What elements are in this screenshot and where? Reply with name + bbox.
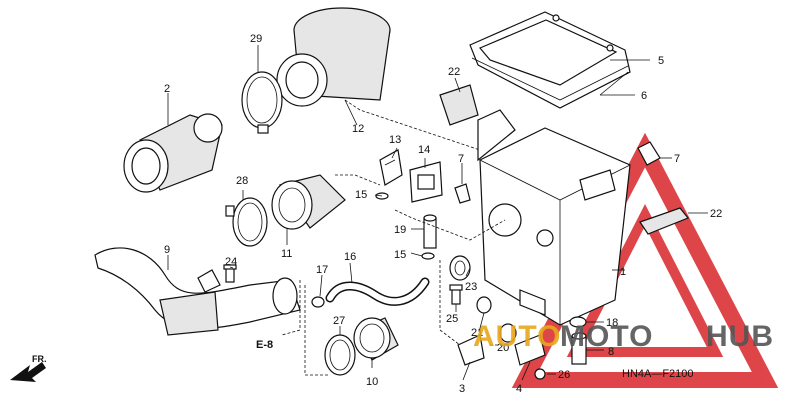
label-part-29: 29 [250, 33, 262, 45]
label-part-28: 28 [236, 175, 248, 187]
front-direction-arrow [10, 362, 46, 382]
label-part-18: 18 [606, 317, 618, 329]
part-sensor-13 [379, 149, 403, 186]
part-clip-15b [421, 252, 435, 260]
watermark-text-auto: AUTO [473, 320, 561, 353]
part-clip-17 [311, 296, 325, 308]
part-stay-3 [457, 334, 485, 366]
part-grommet-23 [449, 255, 471, 281]
part-stay-4 [514, 334, 546, 366]
part-drain-8 [571, 332, 587, 365]
label-part-22a: 22 [448, 66, 460, 78]
part-collar-21 [476, 296, 492, 314]
part-intake-duct [123, 113, 223, 193]
label-part-10: 10 [366, 376, 378, 388]
part-clamp-28 [225, 197, 268, 247]
part-hose-16 [325, 277, 430, 306]
part-boot-11 [271, 174, 346, 230]
label-part-19: 19 [394, 224, 406, 236]
label-part-3: 3 [459, 383, 465, 395]
part-air-cleaner-case [477, 109, 631, 326]
label-part-9: 9 [164, 244, 170, 256]
part-bolt-25 [449, 284, 463, 305]
part-seal-22a [439, 84, 479, 126]
label-part-15a: 15 [355, 189, 367, 201]
label-part-22b: 22 [710, 208, 722, 220]
label-part-7b: 7 [674, 153, 680, 165]
label-part-23: 23 [465, 281, 477, 293]
label-part-16: 16 [344, 251, 356, 263]
watermark-text: AUTO MOTO HUB [473, 320, 774, 353]
label-part-7a: 7 [458, 153, 464, 165]
front-direction-label: FR. [32, 354, 47, 364]
part-collar-20 [499, 323, 517, 343]
part-clamp-27 [324, 334, 356, 376]
label-part-1: 1 [620, 266, 626, 278]
label-part-12: 12 [352, 123, 364, 135]
figure-code: HN4A—F2100 [622, 368, 694, 380]
part-labels: 1 2 3 4 5 6 7 7 8 9 10 11 12 13 14 15 15… [32, 33, 722, 395]
label-part-13: 13 [389, 134, 401, 146]
label-part-21: 21 [471, 327, 483, 339]
part-boot-10 [353, 317, 399, 361]
part-clip-7a [454, 183, 471, 204]
label-part-5: 5 [658, 55, 664, 67]
label-part-11: 11 [281, 248, 292, 260]
part-intake-tube [94, 247, 301, 336]
part-bolt-26 [534, 368, 546, 380]
leader-lines [167, 45, 708, 381]
label-part-20: 20 [497, 342, 509, 354]
label-part-8: 8 [608, 346, 614, 358]
watermark-text-moto: MOTO [560, 320, 653, 353]
label-part-14: 14 [418, 144, 430, 156]
part-seal-22b [639, 207, 689, 235]
label-part-25: 25 [446, 313, 458, 325]
label-part-17: 17 [316, 264, 328, 276]
label-part-24: 24 [225, 256, 237, 268]
part-clamp-29 [241, 71, 283, 134]
label-part-27: 27 [333, 315, 345, 327]
reference-code-e8: E-8 [256, 339, 273, 351]
part-bracket-14 [409, 161, 443, 203]
part-filter-element [276, 7, 391, 107]
label-part-6: 6 [641, 90, 647, 102]
part-fitting-19 [423, 214, 437, 249]
label-part-4: 4 [516, 383, 522, 395]
label-part-2: 2 [164, 83, 170, 95]
part-air-box-cover [469, 11, 631, 109]
label-part-15b: 15 [394, 249, 406, 261]
watermark-text-hub: HUB [706, 320, 774, 353]
label-part-26: 26 [558, 369, 570, 381]
